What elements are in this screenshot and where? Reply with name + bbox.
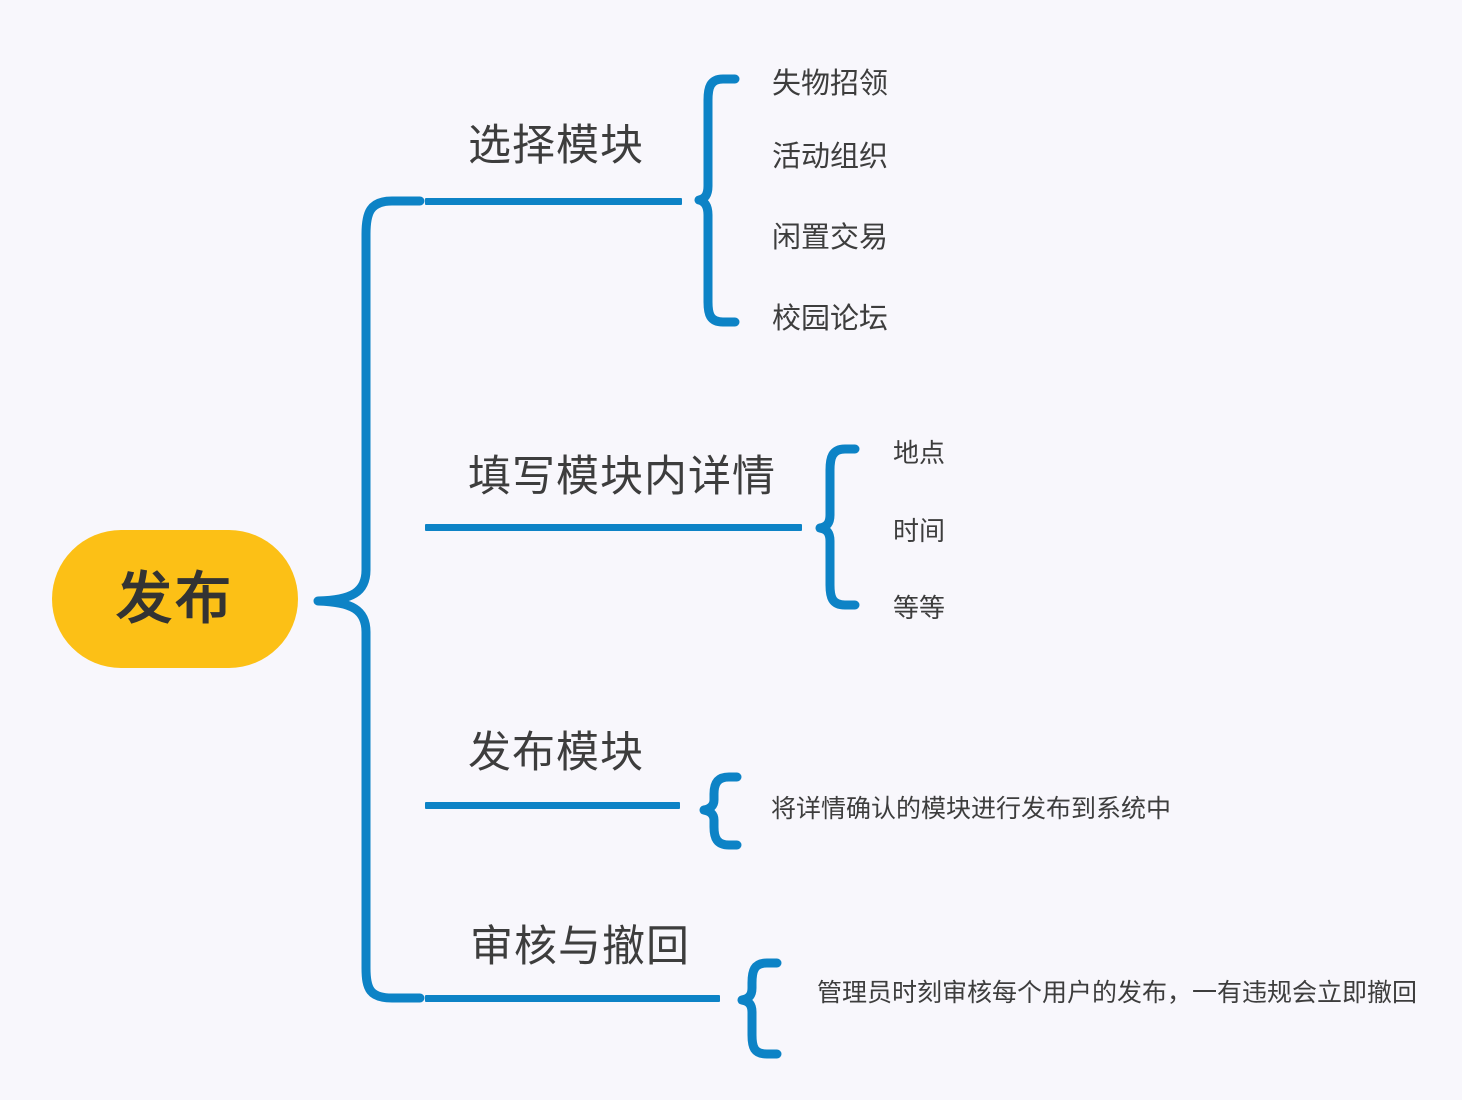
branch-3-underline (425, 802, 680, 809)
leaf-item[interactable]: 时间 (893, 516, 946, 546)
leaf-item[interactable]: 等等 (893, 593, 946, 623)
leaf-item[interactable]: 将详情确认的模块进行发布到系统中 (771, 795, 1172, 823)
leaf-item[interactable]: 校园论坛 (772, 303, 889, 335)
leaf-item[interactable]: 闲置交易 (772, 222, 889, 254)
leaf-item[interactable]: 失物招领 (772, 68, 889, 100)
branch-2-brace (815, 444, 860, 610)
leaf-item[interactable]: 地点 (893, 438, 946, 468)
branch-4-underline (425, 995, 720, 1002)
root-node[interactable]: 发布 (52, 530, 298, 668)
branch-1-underline (425, 198, 682, 205)
branch-2-label[interactable]: 填写模块内详情 (468, 453, 776, 501)
branch-1-brace (694, 74, 740, 327)
leaf-item[interactable]: 活动组织 (772, 141, 889, 173)
branch-1-label[interactable]: 选择模块 (468, 122, 644, 170)
branch-4-label[interactable]: 审核与撤回 (470, 923, 690, 971)
leaf-item[interactable]: 管理员时刻审核每个用户的发布，一有违规会立即撤回 (817, 979, 1418, 1007)
branch-3-brace (699, 772, 742, 850)
branch-4-brace (737, 958, 782, 1059)
root-node-label: 发布 (116, 567, 234, 630)
branch-3-label[interactable]: 发布模块 (468, 729, 644, 777)
branch-2-underline (425, 524, 802, 531)
root-brace (313, 196, 425, 1003)
